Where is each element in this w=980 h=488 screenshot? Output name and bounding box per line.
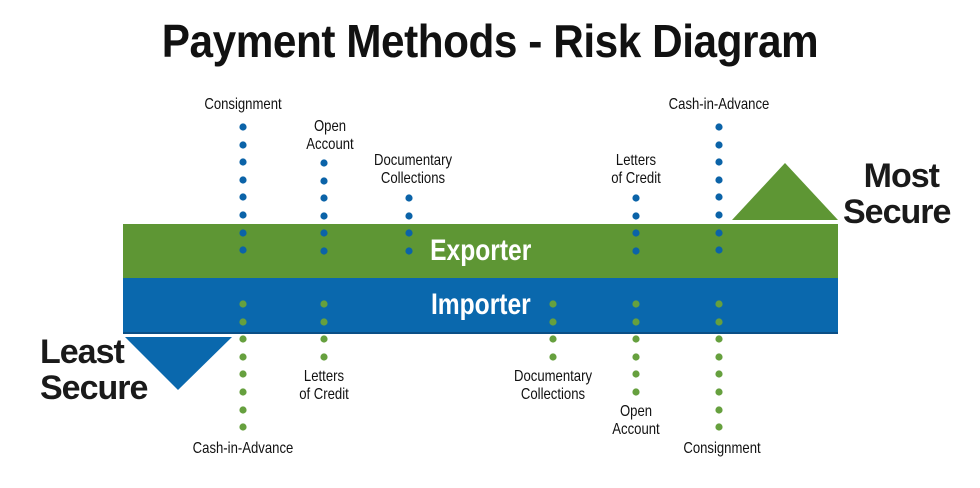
importer-dot [715,318,723,326]
exporter-dot [715,229,723,237]
importer-dot [715,300,723,308]
label-line: Collections [520,386,586,403]
importer-dot [549,300,557,308]
importer-dot [239,318,247,326]
exporter-dot [715,193,723,201]
importer-dot [715,335,723,343]
exporter-dot [239,176,247,184]
most-secure-line: Most [863,157,940,195]
label-line: Consignment [683,440,761,457]
importer-dot [239,388,247,396]
exporter-dot [715,158,723,166]
importer-dot [632,335,640,343]
exporter-dot [632,247,640,255]
exporter-dot [320,229,328,237]
label-line: Letters [303,368,345,385]
label-line: Cash-in-Advance [192,440,294,457]
label-line: Documentary [373,152,453,169]
exporter-dot [320,247,328,255]
label-line: Cash-in-Advance [668,96,770,113]
importer-dot [632,318,640,326]
exporter-dot [715,123,723,131]
least-secure-triangle [125,337,232,390]
exporter-dot [632,212,640,220]
importer-label-cash-in-advance: Cash-in-Advance [193,440,294,458]
importer-dot [239,300,247,308]
most-secure-triangle [732,163,838,220]
importer-dot [549,335,557,343]
exporter-dot [405,229,413,237]
importer-dot [239,353,247,361]
diagram-title: Payment Methods - Risk Diagram [161,15,819,67]
exporter-dot [320,212,328,220]
exporter-dot [320,177,328,185]
importer-dot [239,406,247,414]
exporter-dot [405,194,413,202]
exporter-dot [239,246,247,254]
exporter-dot [632,194,640,202]
label-line: Account [306,136,354,153]
label-line: of Credit [611,170,661,187]
exporter-dot [239,193,247,201]
importer-dot [632,370,640,378]
exporter-dot [405,212,413,220]
most-secure-line: Secure [843,193,951,231]
importer-dot [239,370,247,378]
exporter-label-consignment: Consignment [204,96,281,114]
importer-dot [320,318,328,326]
importer-label-consignment: Consignment [683,440,760,458]
label-line: Letters [615,152,657,169]
importer-dot [632,353,640,361]
importer-dot [632,300,640,308]
exporter-dot [632,229,640,237]
exporter-dot [405,247,413,255]
importer-dot [715,370,723,378]
label-line: Consignment [204,96,282,113]
exporter-dot [715,141,723,149]
label-line: Account [612,421,660,438]
label-line: of Credit [299,386,349,403]
importer-dot [239,335,247,343]
importer-dot [320,300,328,308]
label-line: Collections [380,170,446,187]
importer-dot [715,353,723,361]
exporter-dot [320,194,328,202]
exporter-dot [320,159,328,167]
least-secure-label: Least Secure [40,333,148,407]
least-secure-line: Secure [40,369,148,407]
importer-dot [320,335,328,343]
importer-dot [549,318,557,326]
exporter-dot [715,211,723,219]
most-secure-label: Most Secure [843,157,951,231]
exporter-dot [239,158,247,166]
exporter-dot [715,176,723,184]
label-line: Documentary [513,368,593,385]
label-line: Open [313,118,347,135]
label-line: Open [619,403,653,420]
importer-dot [715,388,723,396]
exporter-dot [239,141,247,149]
importer-label: Importer [430,288,531,321]
importer-dot [239,423,247,431]
exporter-dot [715,246,723,254]
exporter-dot [239,211,247,219]
exporter-label: Exporter [429,234,532,267]
exporter-dot [239,123,247,131]
importer-dot [715,423,723,431]
exporter-label-cash-in-advance: Cash-in-Advance [669,96,770,114]
least-secure-line: Least [40,333,125,371]
importer-dot [549,353,557,361]
importer-dot [632,388,640,396]
exporter-dot [239,229,247,237]
importer-dot [320,353,328,361]
importer-dot [715,406,723,414]
